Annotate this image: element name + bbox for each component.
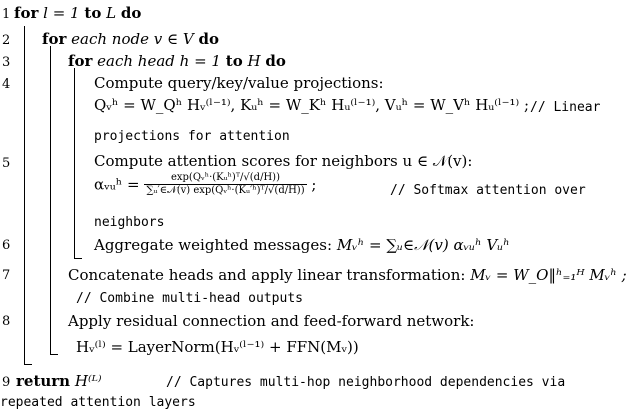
loop-text: each node <box>71 30 149 48</box>
aggregate-text: Aggregate weighted messages: <box>94 236 333 254</box>
semicolon: ; <box>311 175 317 194</box>
comment-neighbors: neighbors <box>94 215 165 230</box>
kw-do: do <box>198 30 220 48</box>
algo-line-9: return H⁽ᴸ⁾ <box>16 372 102 390</box>
kw-do: do <box>120 4 142 22</box>
comment-softmax: // Softmax attention over <box>390 183 586 198</box>
loop-end: H <box>247 52 261 70</box>
block-guide-l1 <box>24 26 25 364</box>
line-number-9: 9 <box>2 375 11 390</box>
attention-formula: αᵥᵤʰ = exp(Qᵥʰ·(Kᵤʰ)ᵀ/√(d/H)) ∑ᵤ′∈𝒩(v) e… <box>94 172 316 212</box>
kw-for: for <box>14 4 39 22</box>
line-number-1: 1 <box>2 7 11 22</box>
block-guide-l3 <box>74 68 75 258</box>
block-end-l3 <box>74 258 82 259</box>
kw-for: for <box>42 30 67 48</box>
return-expr: H⁽ᴸ⁾ <box>74 372 102 390</box>
concat-text: Concatenate heads and apply linear trans… <box>68 266 466 284</box>
line-number-7: 7 <box>2 268 11 283</box>
line-number-8: 8 <box>2 314 11 329</box>
block-end-l1 <box>24 364 32 365</box>
projection-formula: Qᵥʰ = W_Qʰ Hᵥ⁽ˡ⁻¹⁾, Kᵤʰ = W_Kʰ Hᵤ⁽ˡ⁻¹⁾, … <box>94 96 530 114</box>
loop-var: v ∈ V <box>153 30 194 48</box>
block-guide-l2 <box>50 46 51 354</box>
fraction-denominator: ∑ᵤ′∈𝒩(v) exp(Qᵥʰ·(Kᵤ′ʰ)ᵀ/√(d/H)) <box>146 185 305 196</box>
softmax-fraction: exp(Qᵥʰ·(Kᵤʰ)ᵀ/√(d/H)) ∑ᵤ′∈𝒩(v) exp(Qᵥʰ·… <box>144 172 307 197</box>
loop-text: each head <box>97 52 175 70</box>
algo-line-1: for l = 1 to L do <box>14 4 141 22</box>
kw-do: do <box>265 52 286 70</box>
algo-line-4-text: Compute query/key/value projections: <box>94 74 384 92</box>
algo-line-7: Concatenate heads and apply linear trans… <box>68 266 627 284</box>
alpha-lhs: αᵥᵤʰ = <box>94 175 140 194</box>
line-number-2: 2 <box>2 33 11 48</box>
loop-end: L <box>106 4 117 22</box>
line-number-3: 3 <box>2 55 11 70</box>
aggregate-formula: Mᵥʰ = ∑ᵤ∈𝒩(v) αᵥᵤʰ Vᵤʰ <box>336 236 510 254</box>
comment-repeated: repeated attention layers <box>0 395 196 410</box>
fraction-numerator: exp(Qᵥʰ·(Kᵤʰ)ᵀ/√(d/H)) <box>144 172 307 185</box>
residual-formula: Hᵥ⁽ˡ⁾ = LayerNorm(Hᵥ⁽ˡ⁻¹⁾ + FFN(Mᵥ)) <box>76 338 359 356</box>
concat-formula: Mᵥ = W_O‖ʰ₌₁ᴴ Mᵥʰ ; <box>470 266 627 284</box>
kw-for: for <box>68 52 93 70</box>
algo-line-5-text: Compute attention scores for neighbors u… <box>94 152 473 170</box>
line-number-5: 5 <box>2 156 11 171</box>
kw-return: return <box>16 372 71 390</box>
line-number-4: 4 <box>2 77 11 92</box>
comment-projections: projections for attention <box>94 129 290 144</box>
algo-line-8-text: Apply residual connection and feed-forwa… <box>68 312 475 330</box>
loop-start: l = 1 <box>43 4 80 22</box>
line-number-6: 6 <box>2 238 11 253</box>
algo-line-3: for each head h = 1 to H do <box>68 52 286 70</box>
comment-combine: // Combine multi-head outputs <box>76 291 303 306</box>
comment-captures: // Captures multi-hop neighborhood depen… <box>166 375 566 390</box>
comment-linear: // Linear <box>530 100 601 115</box>
algo-line-2: for each node v ∈ V do <box>42 30 219 48</box>
block-end-l2 <box>50 354 58 355</box>
loop-start: h = 1 <box>179 52 221 70</box>
kw-to: to <box>84 4 102 22</box>
algo-line-6: Aggregate weighted messages: Mᵥʰ = ∑ᵤ∈𝒩(… <box>94 236 510 254</box>
kw-to: to <box>225 52 243 70</box>
